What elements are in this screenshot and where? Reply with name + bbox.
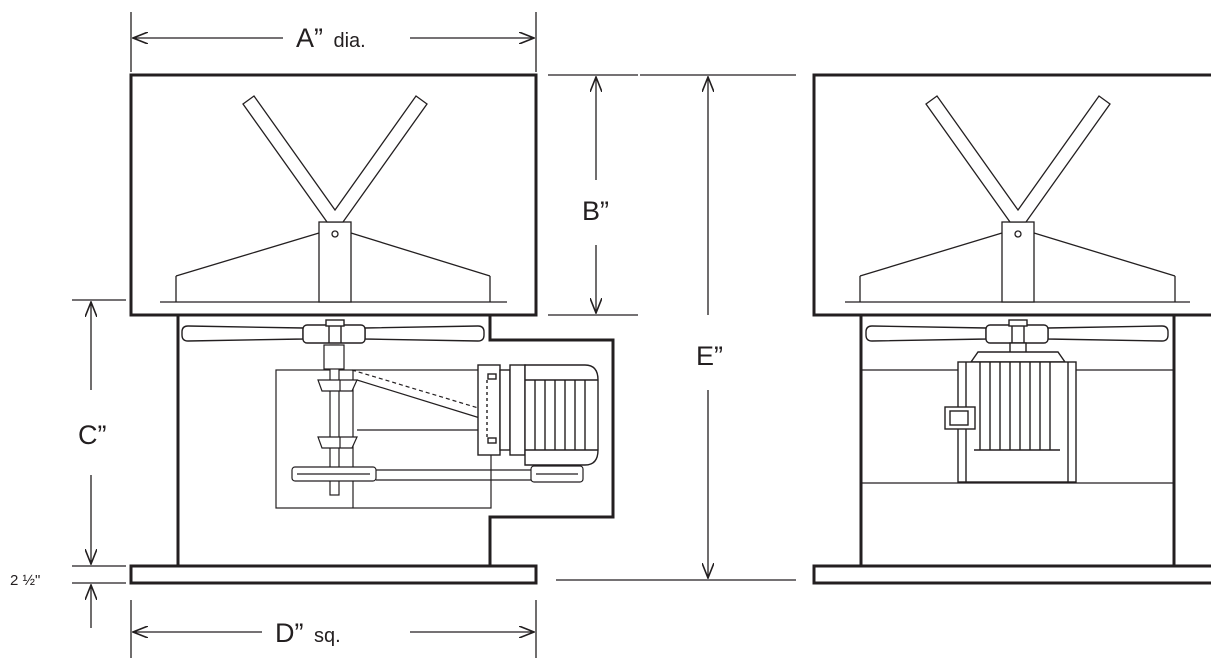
- front-base: [812, 564, 1211, 585]
- side-hood: [129, 73, 538, 317]
- label-b: B”: [582, 196, 609, 226]
- front-hood-bracket: [845, 95, 1190, 303]
- side-view: [129, 73, 615, 585]
- dimension-lines: [72, 12, 796, 658]
- label-a: A” dia.: [296, 23, 366, 53]
- side-motor: [477, 364, 599, 466]
- label-d-sub: sq.: [314, 625, 341, 647]
- side-fan-blade: [181, 319, 485, 344]
- side-housing: [176, 315, 615, 566]
- front-hood: [812, 73, 1211, 317]
- label-d: D” sq.: [275, 618, 341, 648]
- label-d-main: D”: [275, 618, 304, 648]
- front-housing: [859, 315, 1176, 566]
- label-c: C”: [78, 420, 107, 450]
- side-hood-bracket: [160, 95, 507, 303]
- label-a-sub: dia.: [333, 30, 365, 52]
- front-motor: [944, 351, 1077, 483]
- side-base: [129, 564, 538, 585]
- label-a-main: A”: [296, 23, 323, 53]
- label-base-height: 2 ½": [10, 572, 40, 589]
- front-view: [812, 73, 1211, 585]
- label-e: E”: [696, 341, 723, 371]
- front-fan-blade: [865, 319, 1169, 354]
